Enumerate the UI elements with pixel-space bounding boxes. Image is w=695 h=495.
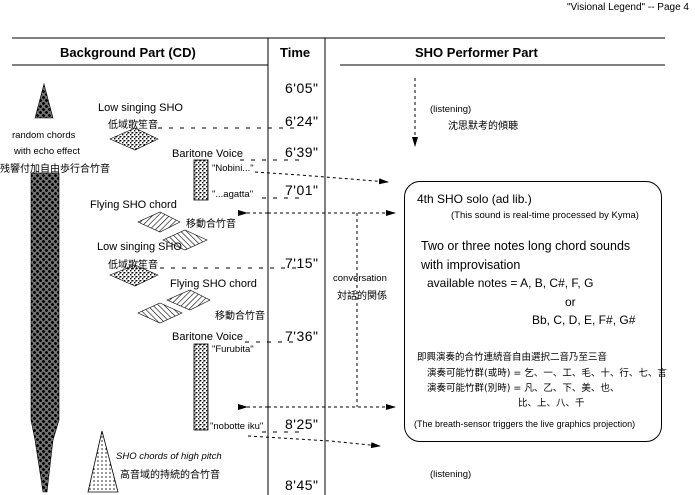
sho-solo-box: 4th SHO solo (ad lib.) (This sound is re…: [404, 181, 667, 442]
listening-label-2: (listening): [430, 469, 472, 480]
low-singing-diamond-2: [109, 264, 159, 287]
conversation-label: conversation: [333, 273, 387, 284]
time-mark: 7'36": [285, 328, 319, 344]
flying-cjk-2: 移動合竹音: [215, 311, 265, 322]
listening-label-1: (listening): [430, 104, 472, 115]
solo-footer: (The breath-sensor triggers the live gra…: [414, 419, 636, 429]
low-singing-cjk-2: 低域歌笙音: [108, 260, 158, 271]
time-mark: 8'25": [285, 416, 319, 432]
time-mark: 7'01": [285, 182, 319, 198]
solo-title: 4th SHO solo (ad lib.): [417, 192, 532, 206]
solo-available-notes-2: Bb, C, D, E, F#, G#: [532, 313, 636, 327]
low-singing-cjk-1: 低域歌笙音: [108, 120, 158, 131]
flying-label-2: Flying SHO chord: [170, 278, 257, 290]
random-chords-label-2: with echo effect: [14, 146, 80, 157]
random-chords-label-1: random chords: [12, 130, 76, 141]
listening-cjk-1: 沈思默考的傾聴: [448, 121, 518, 132]
nobini-arrow: [254, 171, 389, 185]
high-pitch-cone: [87, 430, 119, 493]
column-header-time: Time: [280, 45, 311, 60]
page-header: "Visional Legend" -- Page 4: [567, 2, 689, 13]
conversation-cjk: 対話的関係: [337, 291, 387, 302]
baritone-end-1: "...agatta": [212, 189, 254, 200]
time-mark: 8'45": [285, 477, 319, 493]
solo-subtitle: (This sound is real-time processed by Ky…: [451, 210, 639, 221]
low-singing-diamond-1: [109, 127, 159, 151]
solo-cjk-2: 演奏可能竹群(或時) = 乞、一、工、毛、十、行、七、言: [427, 368, 667, 379]
low-singing-label-2: Low singing SHO: [97, 241, 182, 253]
low-singing-label-1: Low singing SHO: [98, 102, 183, 114]
baritone-bar-1: [193, 159, 209, 201]
column-header-performer: SHO Performer Part: [415, 45, 538, 60]
nobotte-arrow: [247, 435, 381, 449]
time-mark: 6'39": [285, 144, 319, 160]
high-pitch-label: SHO chords of high pitch: [116, 451, 222, 462]
flying-diamond-2a: [166, 289, 211, 311]
solo-cjk-4: 比、上、八、千: [518, 398, 585, 409]
baritone-start-2: "Furubita": [212, 344, 254, 355]
time-mark: 6'24": [285, 113, 319, 129]
time-mark: 7'15": [285, 255, 319, 271]
flying-diamond-1b: [162, 229, 208, 251]
baritone-label-1: Baritone Voice: [172, 148, 243, 160]
baritone-start-1: "Nobini...": [212, 163, 254, 174]
column-header-background: Background Part (CD): [60, 45, 196, 60]
random-chords-label-cjk: 残響付加自由歩行合竹音: [0, 164, 110, 175]
random-chords-spindle-top: [34, 82, 54, 119]
solo-line-1: Two or three notes long chord sounds: [421, 239, 631, 253]
flying-diamond-1a: [137, 211, 181, 233]
flying-label-1: Flying SHO chord: [90, 199, 177, 211]
solo-cjk-3: 演奏可能竹群(別時) = 凡、乙、下、美、也、: [427, 383, 620, 394]
solo-cjk-1: 即興演奏的合竹連続音自由選択二音乃至三音: [417, 352, 608, 363]
solo-line-2: with improvisation: [421, 258, 521, 272]
high-pitch-cjk: 高音域的持続的合竹音: [120, 470, 220, 481]
flying-cjk-1: 移動合竹音: [186, 219, 236, 230]
flying-diamond-2b: [137, 302, 183, 324]
baritone-label-2: Baritone Voice: [172, 331, 243, 343]
solo-available-notes-1: available notes = A, B, C#, F, G: [427, 276, 594, 290]
random-chords-spindle-body: [30, 172, 60, 493]
baritone-bar-2: [193, 343, 209, 431]
time-mark: 6'05": [285, 80, 319, 96]
baritone-end-2: "nobotte iku": [210, 421, 264, 432]
solo-or: or: [565, 295, 576, 309]
